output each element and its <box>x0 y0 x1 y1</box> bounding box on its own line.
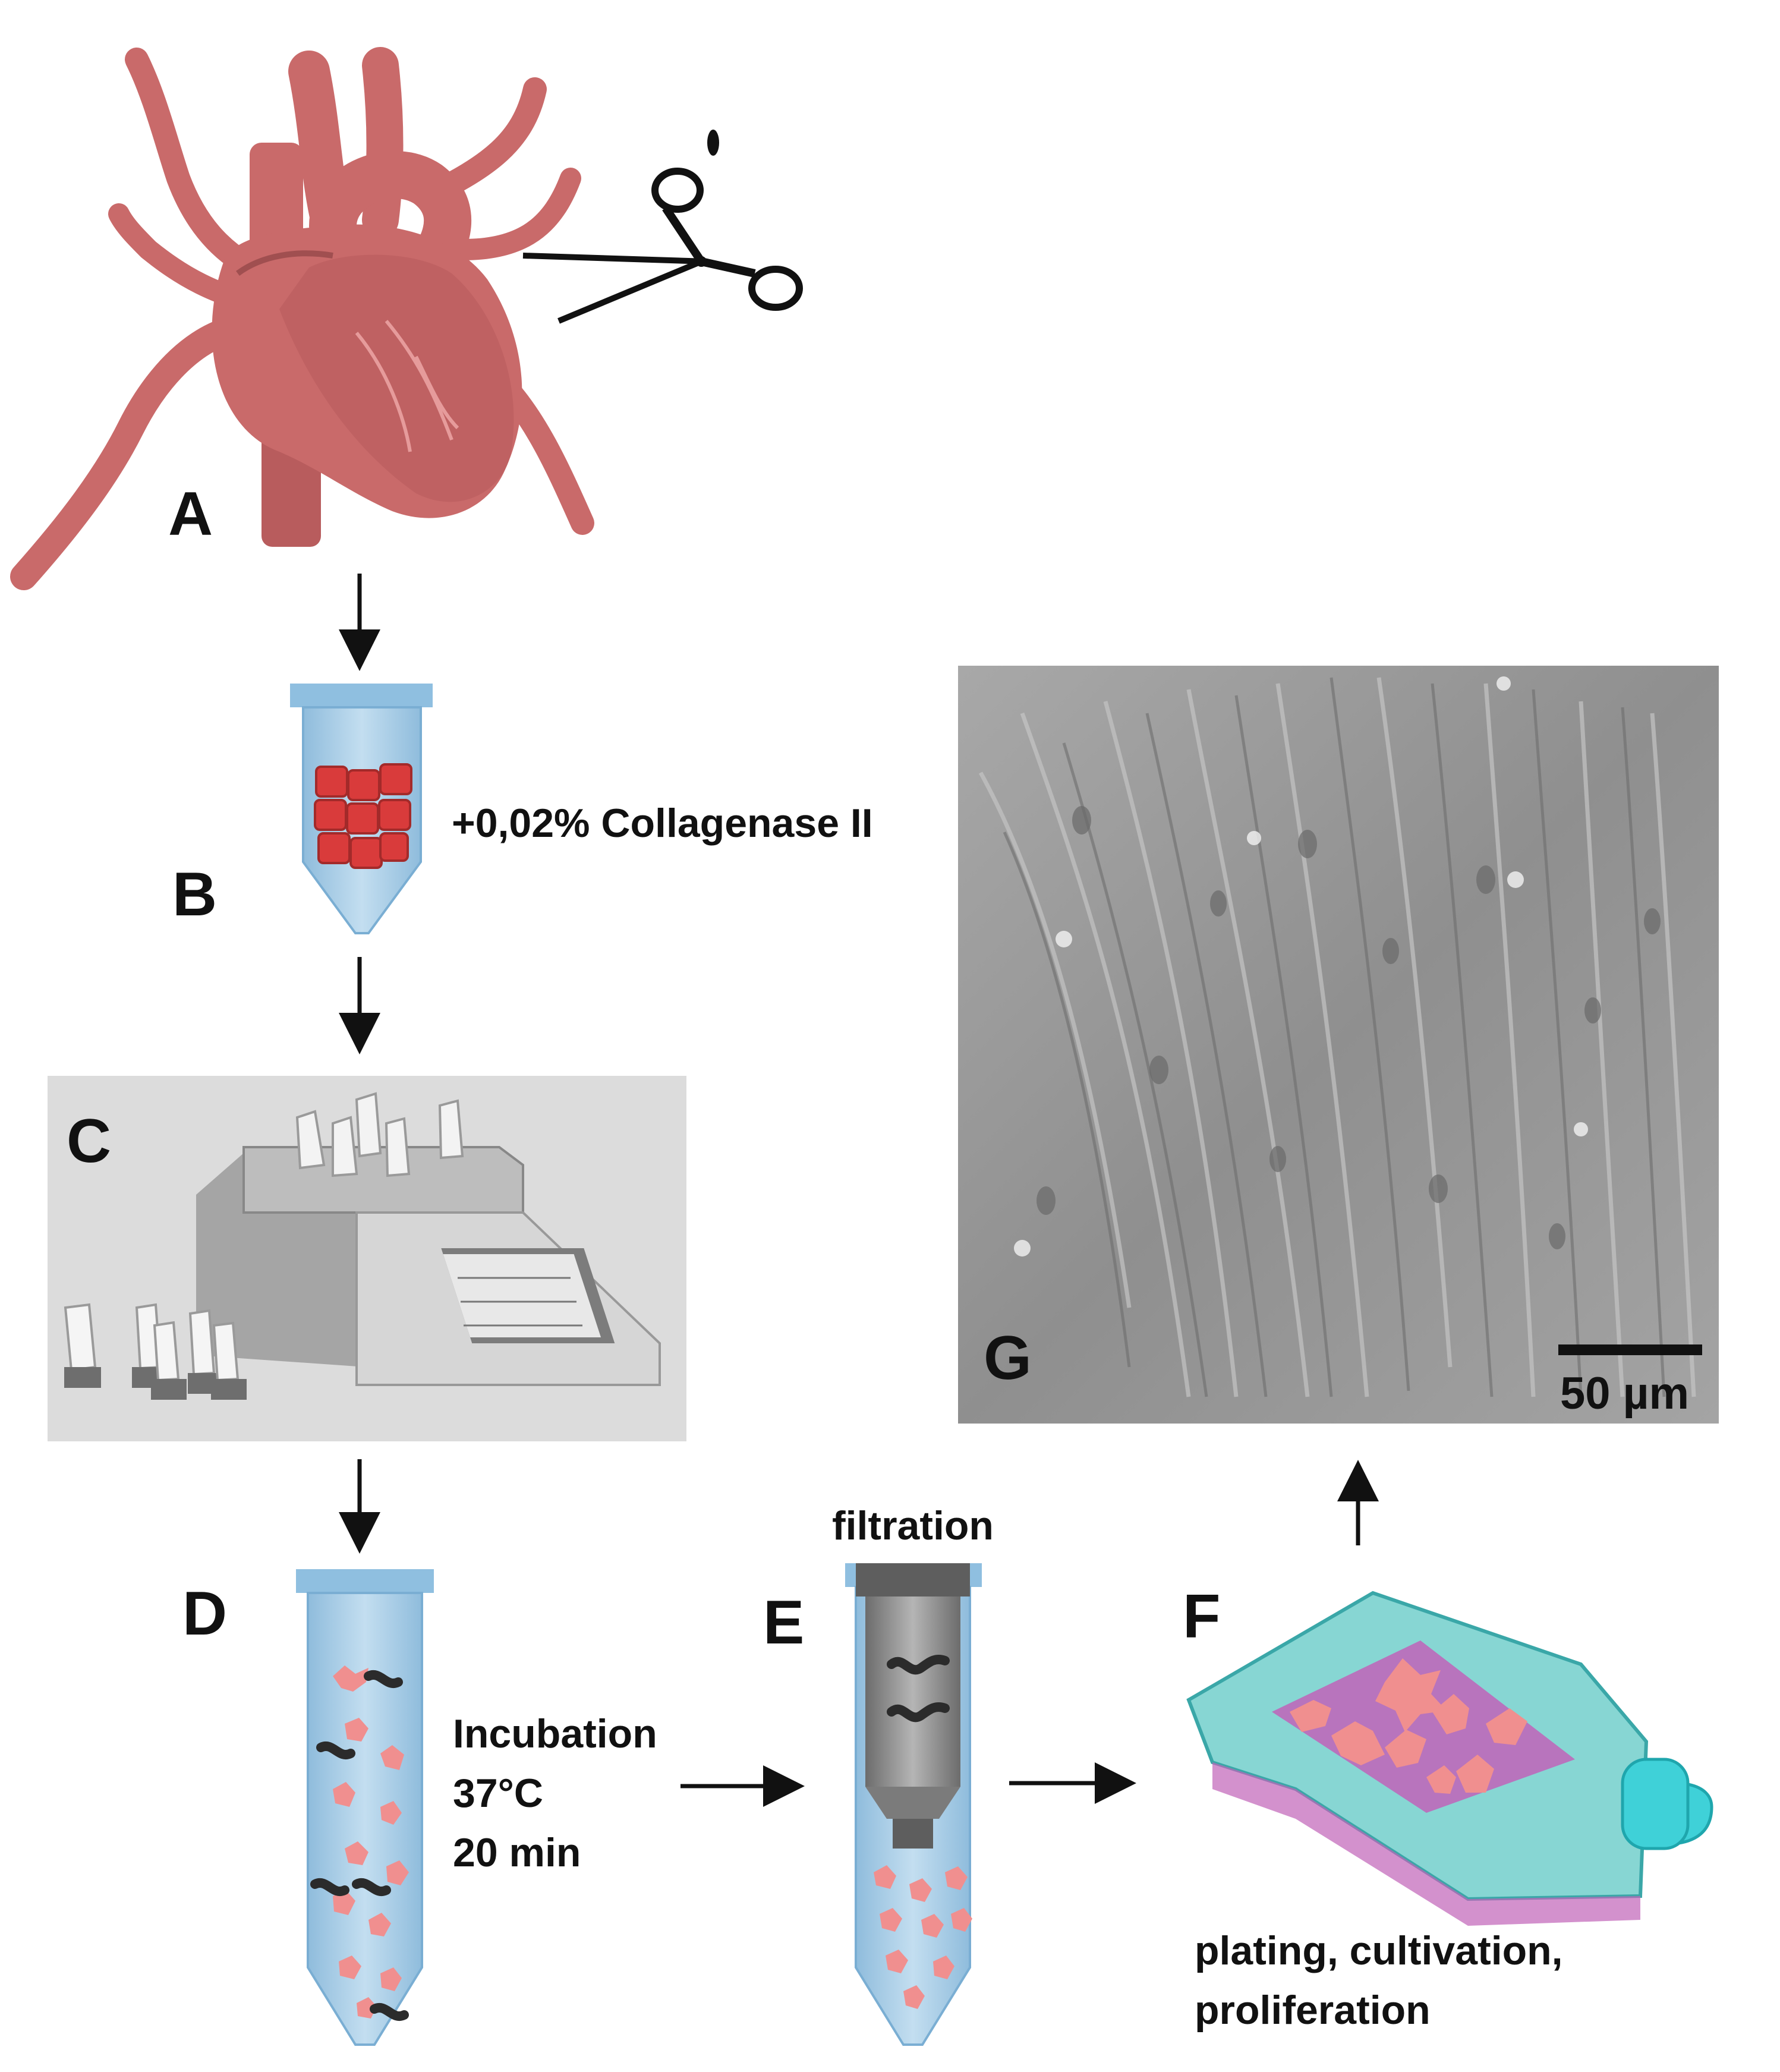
tissue-dissociator-instrument <box>48 1076 686 1441</box>
panel-label-f: F <box>1183 1582 1221 1651</box>
scale-bar-label: 50 µm <box>1560 1368 1689 1419</box>
cell-culture-flask <box>1186 1591 1713 1926</box>
micrograph-fibroblasts-dark <box>1003 677 1666 1397</box>
incubation-label: Incubation <box>453 1711 657 1756</box>
scissors-icon <box>522 130 803 324</box>
micrograph-fibroblasts-light <box>978 677 1696 1397</box>
scale-bar <box>1558 1344 1702 1355</box>
heart-illustration <box>10 47 594 590</box>
tissue-pieces <box>314 763 412 869</box>
plating-label-line1: plating, cultivation, <box>1195 1928 1563 1973</box>
panel-label-d: D <box>182 1579 227 1648</box>
e-cells <box>874 1865 972 2009</box>
screen-grid <box>458 1277 582 1327</box>
micrograph: 50 µm <box>958 666 1719 1424</box>
collagenase-label: +0,02% Collagenase II <box>452 801 873 846</box>
panel-label-b: B <box>172 860 217 929</box>
d-debris <box>310 1670 409 2021</box>
cell-strainer-filter <box>856 1563 970 1849</box>
micrograph-bright-spots <box>1014 676 1588 1257</box>
panel-label-c: C <box>67 1107 111 1176</box>
d-cells <box>333 1665 409 2019</box>
filtration-label: filtration <box>832 1503 994 1548</box>
c-tubes-on-device <box>295 1092 464 1177</box>
temperature-label: 37°C <box>453 1771 543 1816</box>
f-cells <box>1290 1658 1527 1794</box>
incubation-tube <box>296 1569 434 2046</box>
panel-label-a: A <box>168 480 213 549</box>
panel-label-g: G <box>984 1324 1032 1393</box>
c-tubes-on-bench <box>64 1303 247 1400</box>
micrograph-nuclei <box>1037 806 1661 1249</box>
plating-label-line2: proliferation <box>1195 1988 1431 2033</box>
panel-label-e: E <box>763 1588 804 1657</box>
filtration-tube <box>845 1563 982 2046</box>
tube-with-tissue <box>290 684 433 934</box>
duration-label: 20 min <box>453 1830 581 1875</box>
e-debris <box>887 1654 950 1723</box>
